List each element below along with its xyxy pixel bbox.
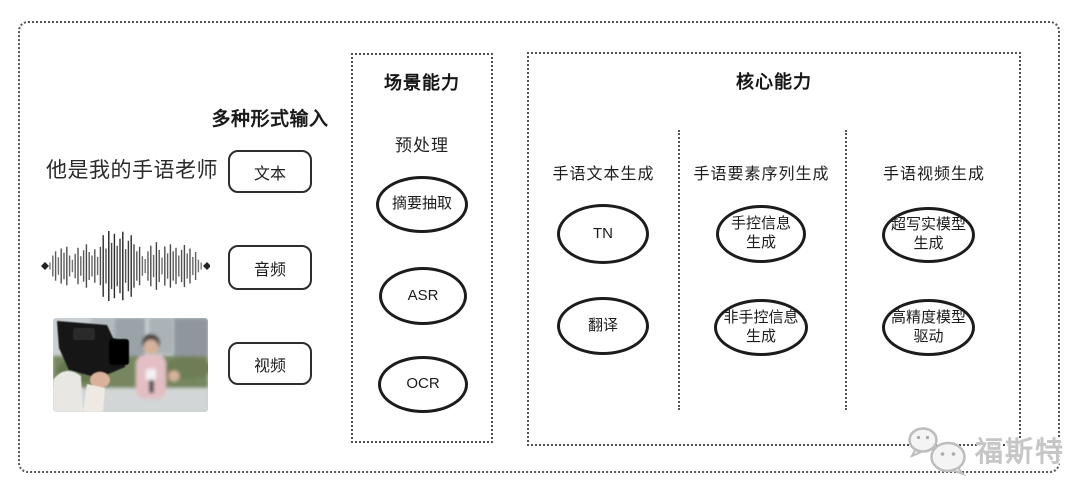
input-type-label: 视频 — [253, 357, 286, 375]
input-type-label: 音频 — [253, 261, 286, 279]
node-summary-extraction: 摘要抽取 — [376, 176, 468, 233]
node-label-line: 驱动 — [913, 327, 944, 345]
preprocess-label: 预处理 — [395, 136, 449, 155]
audio-waveform-graphic — [41, 231, 210, 301]
column-header-video-generation: 手语视频生成 — [882, 166, 985, 183]
node-label-line: 手控信息 — [730, 215, 791, 233]
scene-capability-box: 场景能力 预处理 摘要抽取 ASR OCR — [351, 53, 493, 443]
input-type-box-text: 文本 — [228, 150, 312, 193]
wechat-bubbles-icon — [908, 427, 966, 476]
watermark: 福斯特 — [903, 424, 1065, 476]
core-box-title: 核心能力 — [736, 72, 812, 92]
node-manual-info-generation: 手控信息 生成 — [716, 205, 806, 263]
node-label: ASR — [407, 286, 439, 304]
core-capability-box: 核心能力 手语文本生成 手语要素序列生成 手语视频生成 TN 翻译 手控信息 生… — [527, 52, 1021, 446]
node-asr: ASR — [379, 267, 467, 325]
node-non-manual-info-generation: 非手控信息 生成 — [714, 299, 808, 356]
column-divider — [678, 130, 680, 410]
watermark-text: 福斯特 — [975, 436, 1066, 467]
node-label: 翻译 — [587, 316, 618, 334]
column-header-element-sequence-generation: 手语要素序列生成 — [693, 166, 830, 183]
column-divider — [845, 130, 847, 410]
node-label: 摘要抽取 — [391, 195, 452, 213]
video-thumbnail — [53, 318, 208, 412]
node-ocr: OCR — [378, 356, 468, 413]
text-input-example: 他是我的手语老师 — [46, 159, 218, 182]
column-header-text-generation: 手语文本生成 — [552, 166, 655, 183]
node-label-line: 高精度模型 — [890, 308, 966, 326]
node-label-line: 超写实模型 — [890, 216, 966, 234]
node-hyperrealistic-model-generation: 超写实模型 生成 — [882, 207, 975, 263]
scene-box-title: 场景能力 — [384, 73, 460, 93]
camera-foreground — [53, 321, 129, 412]
node-high-precision-model-driving: 高精度模型 驱动 — [882, 299, 975, 356]
node-label-line: 非手控信息 — [723, 308, 799, 326]
outer-dotted-border — [18, 21, 1060, 473]
input-type-label: 文本 — [253, 165, 286, 183]
node-translation: 翻译 — [557, 297, 649, 355]
node-tn: TN — [557, 204, 649, 264]
node-label-line: 生成 — [745, 234, 776, 251]
input-section-header: 多种形式输入 — [211, 109, 329, 130]
node-label-line: 生成 — [913, 235, 944, 252]
node-label-line: 生成 — [745, 327, 776, 345]
node-label: TN — [593, 224, 613, 242]
node-label: OCR — [406, 375, 440, 393]
input-type-box-video: 视频 — [228, 342, 312, 385]
input-type-box-audio: 音频 — [228, 245, 312, 290]
